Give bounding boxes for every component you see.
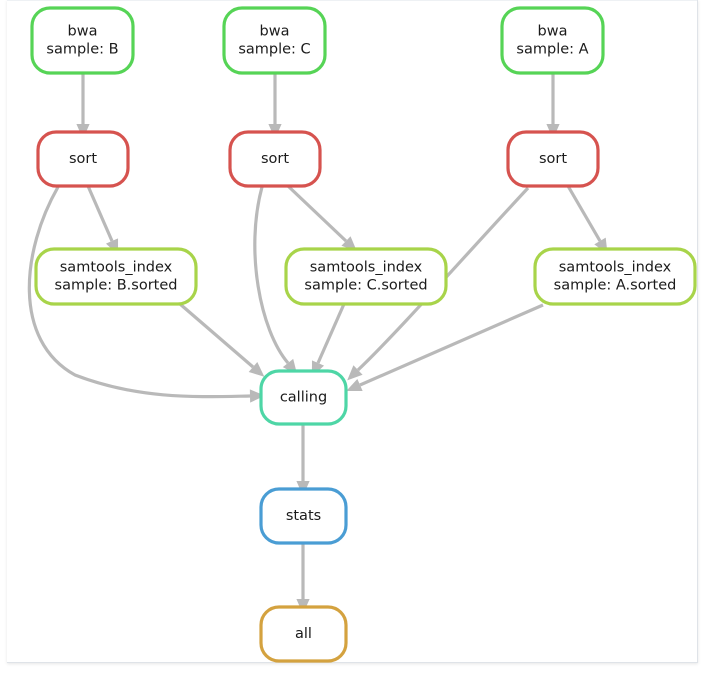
node-label-sort_B-line0: sort: [69, 151, 97, 167]
node-label-calling-line0: calling: [280, 390, 327, 406]
dag-canvas: [7, 0, 698, 663]
edge-calling-to-stats: [296, 424, 310, 496]
arrowhead: [347, 365, 363, 381]
node-box-bwa_B: [30, 6, 135, 75]
node-box-samtools_index_A: [533, 247, 697, 306]
node-label-bwa_C-line0: bwa: [260, 24, 290, 40]
edge-samtools_index_C-to-calling: [311, 303, 346, 377]
node-box-stats: [259, 487, 348, 545]
node-sort_C[interactable]: sort: [228, 130, 322, 188]
node-label-samtools_index_A-line1: sample: A.sorted: [554, 278, 677, 294]
node-label-samtools_index_C-line0: samtools_index: [310, 260, 423, 276]
node-box-calling: [259, 369, 348, 426]
node-box-samtools_index_C: [284, 247, 448, 306]
nodes-layer: bwa sample: B bwa sample: C bwa sample: A sort…: [30, 6, 697, 663]
edge-sort_C-to-samtools_index_C: [286, 184, 357, 252]
node-label-sort_A-line0: sort: [539, 151, 567, 167]
node-bwa_B[interactable]: bwa sample: B: [30, 6, 135, 75]
edge-sort_A-to-samtools_index_A: [566, 185, 608, 254]
node-label-samtools_index_A-line0: samtools_index: [559, 260, 672, 276]
edge-bwa_B-to-sort_B: [76, 73, 90, 139]
edge-samtools_index_A-to-calling: [346, 303, 544, 392]
node-samtools_index_B[interactable]: samtools_index sample: B.sorted: [34, 247, 198, 306]
node-box-bwa_C: [222, 6, 327, 75]
node-sort_A[interactable]: sort: [506, 130, 600, 188]
node-label-stats-line0: stats: [286, 508, 321, 524]
node-label-bwa_C-line1: sample: C: [238, 42, 310, 58]
node-label-bwa_A-line0: bwa: [538, 24, 568, 40]
edge-sort_B-to-calling: [27, 186, 265, 403]
node-box-sort_A: [506, 130, 600, 188]
node-label-samtools_index_C-line1: sample: C.sorted: [304, 278, 427, 294]
node-label-bwa_B-line1: sample: B: [46, 42, 118, 58]
edge-bwa_A-to-sort_A: [546, 73, 560, 139]
edge-sort_B-to-samtools_index_B: [86, 185, 119, 255]
edge-samtools_index_B-to-calling: [178, 302, 265, 377]
node-box-sort_B: [36, 130, 130, 188]
node-all[interactable]: all: [259, 605, 348, 663]
edge-bwa_C-to-sort_C: [268, 73, 282, 139]
node-label-samtools_index_B-line1: sample: B.sorted: [55, 278, 178, 294]
node-box-bwa_A: [500, 6, 605, 75]
arrowhead: [249, 389, 265, 403]
node-label-bwa_A-line1: sample: A: [516, 42, 588, 58]
edge-stats-to-all: [296, 543, 310, 614]
node-samtools_index_C[interactable]: samtools_index sample: C.sorted: [284, 247, 448, 306]
node-label-samtools_index_B-line0: samtools_index: [60, 260, 173, 276]
node-label-bwa_B-line0: bwa: [68, 24, 98, 40]
arrowhead: [346, 378, 363, 392]
node-bwa_A[interactable]: bwa sample: A: [500, 6, 605, 75]
node-label-sort_C-line0: sort: [261, 151, 289, 167]
arrowhead: [248, 362, 265, 377]
node-samtools_index_A[interactable]: samtools_index sample: A.sorted: [533, 247, 697, 306]
node-box-samtools_index_B: [34, 247, 198, 306]
node-box-all: [259, 605, 348, 663]
node-bwa_C[interactable]: bwa sample: C: [222, 6, 327, 75]
node-stats[interactable]: stats: [259, 487, 348, 545]
node-sort_B[interactable]: sort: [36, 130, 130, 188]
node-calling[interactable]: calling: [259, 369, 348, 426]
node-box-sort_C: [228, 130, 322, 188]
node-label-all-line0: all: [295, 626, 312, 642]
